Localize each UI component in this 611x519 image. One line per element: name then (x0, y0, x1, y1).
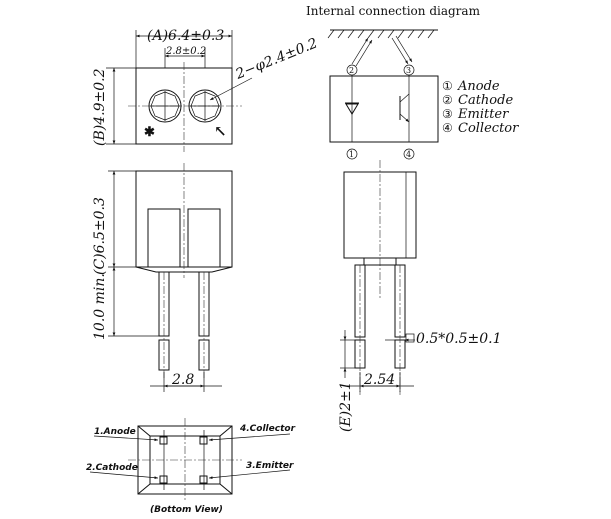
legend-label-anode: Anode (457, 79, 500, 94)
label-emitter: 3.Emitter (246, 461, 294, 471)
bottom-view: 1.Anode 2.Cathode 4.Collector 3.Emitter … (86, 418, 296, 515)
drawing-circle (346, 64, 358, 76)
drawing-rect (199, 475, 208, 484)
dim-lead-square: 0.5*0.5±0.1 (416, 331, 502, 347)
drawing-line (395, 35, 413, 63)
drawing-line (417, 29, 425, 39)
diagram-title: Internal connection diagram (306, 4, 481, 18)
drawing-line (209, 77, 253, 101)
legend-num-1: ① (442, 79, 453, 93)
pin-4-bottom: 4 (406, 150, 411, 159)
drawing-rect (199, 436, 208, 445)
dim-a: (A)6.4±0.3 (147, 28, 224, 44)
drawing-line (327, 29, 335, 39)
drawing-path (147, 208, 181, 267)
label-collector: 4.Collector (239, 424, 296, 434)
top-view: (A)6.4±0.3 2.8±0.2 ✱ ↖ 2−φ2.4±0.2 (B)4.9… (92, 28, 320, 152)
drawing-circle (346, 148, 358, 160)
drawing-circle (403, 64, 415, 76)
dim-lead-pitch: 2.54 (363, 372, 395, 388)
label-cathode: 2.Cathode (86, 463, 138, 473)
drawing-line (427, 29, 435, 39)
phototransistor-symbol-icon: ↖ (214, 122, 227, 140)
dim-hole: 2−φ2.4±0.2 (233, 35, 320, 83)
drawing-line (387, 29, 395, 39)
drawing-line (399, 113, 410, 123)
drawing-line (208, 433, 291, 442)
pin-2-top: 2 (349, 66, 354, 75)
drawing-rect (159, 475, 168, 484)
drawing-line (399, 93, 410, 103)
internal-connection-diagram: Internal connection diagram 2 3 (306, 4, 519, 160)
dim-e: (E)2±1 (338, 381, 354, 432)
front-view: (C)6.5±0.3 10.0 min. 2.8 (92, 163, 233, 392)
drawing-line (337, 29, 345, 39)
led-symbol-icon: ✱ (144, 125, 155, 140)
drawing-line (377, 29, 385, 39)
drawing-rect (159, 436, 168, 445)
legend-label-emitter: Emitter (457, 107, 509, 122)
side-view: 0.5*0.5±0.1 2.54 (E)2±1 (338, 160, 502, 432)
legend-num-4: ④ (442, 121, 453, 135)
bottom-view-caption: (Bottom View) (150, 505, 223, 515)
drawing-polygon (345, 103, 359, 115)
label-anode: 1.Anode (94, 427, 136, 437)
drawing-circle (148, 89, 182, 123)
dim-b: (B)4.9±0.2 (92, 68, 108, 146)
drawing-line (351, 37, 369, 65)
dim-pitch-top: 2.8±0.2 (165, 46, 206, 57)
drawing-line (93, 435, 159, 442)
drawing-line (397, 29, 405, 39)
drawing-line (357, 29, 365, 39)
drawing-line (367, 29, 375, 39)
drawing-line (347, 29, 355, 39)
dim-pitch-bottom: 2.8 (171, 372, 194, 388)
pin-1-bottom: 1 (349, 150, 354, 159)
dim-c: (C)6.5±0.3 (92, 197, 108, 275)
drawing-line (89, 471, 159, 480)
drawing-rect (329, 75, 439, 143)
pin-3-top: 3 (406, 66, 411, 75)
drawing-line (407, 29, 415, 39)
drawing-path (363, 258, 397, 266)
legend-label-cathode: Cathode (458, 93, 513, 108)
drawing-line (208, 469, 291, 480)
drawing-circle (188, 89, 222, 123)
dim-lead-length: 10.0 min. (92, 273, 108, 340)
drawing-line (391, 37, 409, 65)
legend-num-3: ③ (442, 107, 453, 121)
drawing-rect (405, 333, 415, 343)
legend-num-2: ② (442, 93, 453, 107)
drawing-circle (403, 148, 415, 160)
drawing-path (187, 208, 221, 267)
legend-label-collector: Collector (458, 121, 519, 136)
pin-legend: ① Anode ② Cathode ③ Emitter ④ Collector (442, 79, 519, 136)
drawing-line (355, 39, 373, 67)
